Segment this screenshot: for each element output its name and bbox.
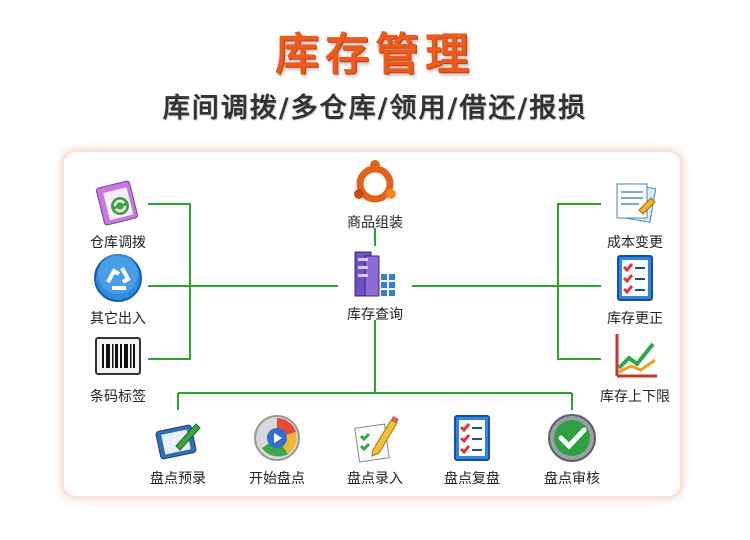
node-other-in-out[interactable]: 其它出入 xyxy=(70,252,166,328)
assembly-icon xyxy=(354,160,396,203)
page-subtitle: 库间调拨/多仓库/领用/借还/报损 xyxy=(162,93,588,124)
pen-tablet-icon xyxy=(155,423,201,460)
node-barcode-label[interactable]: 条码标签 xyxy=(70,330,166,406)
recycle-icon xyxy=(94,254,142,302)
node-count-recheck[interactable]: 盘点复盘 xyxy=(424,412,520,488)
checklist-icon xyxy=(617,255,653,301)
node-stock-query[interactable]: 库存查询 xyxy=(327,248,423,324)
documents-icon xyxy=(616,183,657,223)
node-label: 成本变更 xyxy=(607,235,663,251)
node-label: 盘点审核 xyxy=(544,471,600,487)
node-label: 盘点录入 xyxy=(347,471,403,487)
node-cost-change[interactable]: 成本变更 xyxy=(587,176,683,252)
node-label: 盘点预录 xyxy=(150,471,206,487)
node-product-assembly[interactable]: 商品组装 xyxy=(327,156,423,232)
clipboard-transfer-icon xyxy=(96,180,138,226)
checklist-icon xyxy=(454,415,490,461)
node-warehouse-transfer[interactable]: 仓库调拨 xyxy=(70,176,166,252)
line-chart-icon xyxy=(615,334,657,378)
node-stock-correction[interactable]: 库存更正 xyxy=(587,252,683,328)
node-start-count[interactable]: 开始盘点 xyxy=(229,412,325,488)
barcode-icon xyxy=(95,337,141,375)
node-label: 条码标签 xyxy=(90,389,146,405)
node-count-preentry[interactable]: 盘点预录 xyxy=(130,412,226,488)
node-label: 其它出入 xyxy=(90,311,146,327)
node-stock-limits[interactable]: 库存上下限 xyxy=(587,330,683,406)
node-label: 库存上下限 xyxy=(600,389,670,405)
node-label: 开始盘点 xyxy=(249,471,305,487)
page-title: 库存管理 xyxy=(275,29,475,80)
media-player-icon xyxy=(254,415,300,461)
node-count-entry[interactable]: 盘点录入 xyxy=(327,412,423,488)
node-label: 盘点复盘 xyxy=(444,471,500,487)
paper-pencil-icon xyxy=(354,416,399,463)
node-label: 库存查询 xyxy=(347,307,403,323)
node-label: 商品组装 xyxy=(347,215,403,231)
node-label: 仓库调拨 xyxy=(90,235,146,251)
server-icon xyxy=(354,251,395,297)
node-label: 库存更正 xyxy=(607,311,663,327)
check-circle-icon xyxy=(548,414,596,462)
node-count-audit[interactable]: 盘点审核 xyxy=(524,412,620,488)
